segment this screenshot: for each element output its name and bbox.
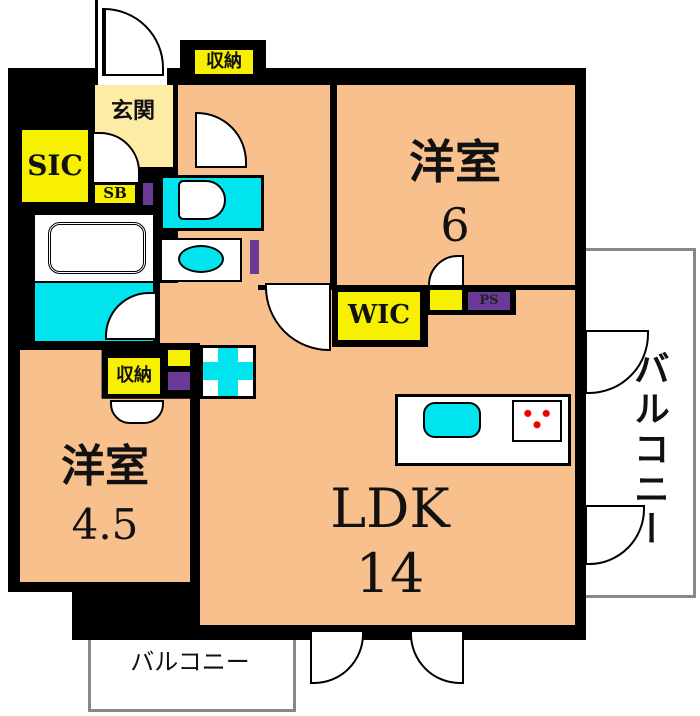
bath-door[interactable]: [105, 292, 157, 340]
bathtub-icon: [48, 222, 146, 274]
western-room-6-name: 洋室: [409, 134, 501, 189]
shoe-box: SB: [95, 185, 135, 203]
ldk-size: 14: [355, 541, 425, 605]
western-room-6-size: 6: [440, 197, 470, 252]
wic: WIC: [338, 292, 420, 340]
pipe-space-2: [250, 240, 259, 274]
toilet-bowl-icon: [178, 180, 226, 220]
stove-icon: [512, 400, 562, 442]
storage-mid-shelf: [168, 350, 190, 366]
kitchen-sink-icon: [423, 402, 481, 438]
bottom-left-cutout: [0, 592, 72, 716]
pipe-space: PS: [468, 292, 510, 310]
sic: SIC: [22, 130, 88, 202]
washing-machine-cross: [203, 362, 253, 380]
pipe-space-3: [168, 372, 190, 390]
western-room-4-5-size: 4.5: [71, 499, 139, 549]
balcony-bottom-label: バルコニー: [130, 648, 250, 677]
wic-shelf: [430, 290, 462, 310]
washbasin-icon: [178, 245, 224, 273]
western-room-4-5-name: 洋室: [61, 440, 149, 492]
ldk-name: LDK: [330, 476, 450, 540]
entrance-label: 玄関: [110, 98, 155, 125]
storage-mid: 収納: [108, 358, 160, 394]
balcony-door-bottom-2[interactable]: [410, 630, 464, 684]
pipe-space-1: [143, 183, 153, 205]
balcony-door-bottom[interactable]: [310, 630, 364, 684]
western-room-6: [337, 85, 575, 285]
storage-top: 収納: [195, 50, 253, 74]
